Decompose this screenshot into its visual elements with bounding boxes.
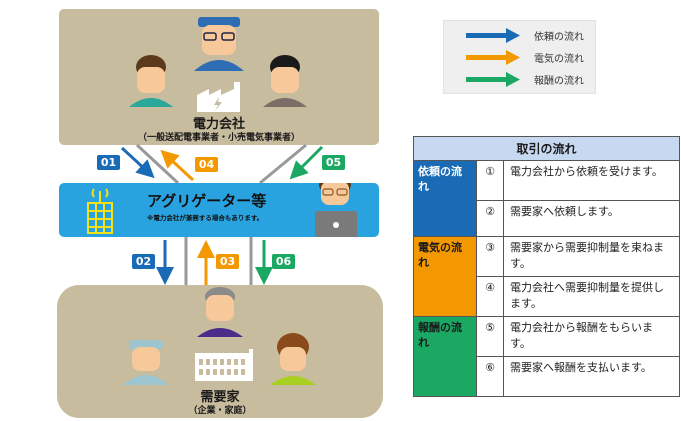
- legend-label: 依頼の流れ: [534, 32, 584, 43]
- table-row: ② 需要家へ依頼します。: [414, 200, 680, 237]
- consumer-title: 需要家: [200, 390, 240, 405]
- employee-avatar-icon: [263, 55, 307, 107]
- badge-01: 01: [97, 155, 120, 170]
- aggregator-note: ※電力会社が兼務する場合もあります。: [147, 214, 264, 222]
- flow-arrows: [120, 143, 324, 285]
- step-description: 需要家へ報酬を支払います。: [503, 356, 680, 397]
- step-number: ①: [476, 160, 504, 201]
- arrow-right-icon: [466, 28, 520, 43]
- step-number: ③: [476, 236, 504, 277]
- step-number: ②: [476, 200, 504, 237]
- homemaker-avatar-icon: [270, 333, 316, 385]
- category-reward: 報酬の流れ: [413, 316, 477, 397]
- arrow-right-icon: [466, 72, 520, 87]
- arrow-01: [120, 146, 155, 179]
- category-electricity: 電気の流れ: [413, 236, 477, 317]
- office-building-icon: [195, 349, 253, 381]
- step-description: 電力会社から依頼を受けます。: [503, 160, 680, 201]
- power-company-subtitle: （一般送配電事業者・小売電気事業者）: [137, 133, 300, 143]
- consumer-box: 需要家 （企業・家庭）: [57, 285, 383, 418]
- table-row: 報酬の流れ ⑤ 電力会社から報酬をもらいます。: [413, 316, 680, 397]
- aggregator-title: アグリゲーター等: [147, 192, 267, 210]
- step-number: ⑥: [476, 356, 504, 397]
- arrow-right-icon: [466, 50, 520, 65]
- executive-avatar-icon: [197, 287, 243, 337]
- badge-06: 06: [272, 254, 295, 269]
- power-company-box: 電力会社 （一般送配電事業者・小売電気事業者）: [59, 9, 379, 145]
- arrow-04: [160, 149, 195, 182]
- building-antenna-icon: [87, 188, 113, 234]
- badge-02: 02: [132, 254, 155, 269]
- legend-item-request: 依頼の流れ: [444, 26, 595, 46]
- step-description: 需要家へ依頼します。: [503, 200, 680, 237]
- legend-label: 電気の流れ: [534, 54, 584, 65]
- transaction-flow-table: 取引の流れ 依頼の流れ ① 電力会社から依頼を受けます。 ② 需要家へ依頼します…: [413, 136, 680, 397]
- legend-item-electricity: 電気の流れ: [444, 48, 595, 68]
- badge-03: 03: [216, 254, 239, 269]
- power-company-illustration: [129, 17, 307, 112]
- table-header: 取引の流れ: [413, 136, 680, 161]
- step-description: 需要家から需要抑制量を束ねます。: [503, 236, 680, 277]
- legend: 依頼の流れ 電気の流れ 報酬の流れ: [443, 20, 596, 94]
- badge-05: 05: [322, 155, 345, 170]
- aggregator-box: アグリゲーター等 ※電力会社が兼務する場合もあります。: [59, 183, 379, 237]
- step-description: 電力会社へ需要抑制量を提供します。: [503, 276, 680, 317]
- table-row: ⑥ 需要家へ報酬を支払います。: [414, 356, 680, 397]
- category-request: 依頼の流れ: [413, 160, 477, 237]
- arrow-05: [289, 145, 324, 180]
- legend-item-reward: 報酬の流れ: [444, 70, 595, 90]
- connector-line: [259, 143, 307, 185]
- employee-avatar-icon: [129, 55, 173, 107]
- power-company-title: 電力会社: [192, 117, 245, 132]
- worker-avatar-icon: [194, 17, 244, 71]
- table-row: 依頼の流れ ① 電力会社から依頼を受けます。: [413, 160, 680, 237]
- consumer-subtitle: （企業・家庭）: [188, 406, 252, 416]
- factory-worker-avatar-icon: [123, 340, 169, 385]
- badge-04: 04: [195, 157, 218, 172]
- operator-laptop-icon: [315, 183, 357, 237]
- table-row: 電気の流れ ③ 需要家から需要抑制量を束ねます。: [413, 236, 680, 317]
- step-number: ⑤: [476, 316, 504, 357]
- step-number: ④: [476, 276, 504, 317]
- power-plant-icon: [197, 82, 240, 112]
- table-row: ④ 電力会社へ需要抑制量を提供します。: [414, 276, 680, 317]
- legend-label: 報酬の流れ: [534, 76, 584, 87]
- step-description: 電力会社から報酬をもらいます。: [503, 316, 680, 357]
- connector-line: [135, 143, 180, 185]
